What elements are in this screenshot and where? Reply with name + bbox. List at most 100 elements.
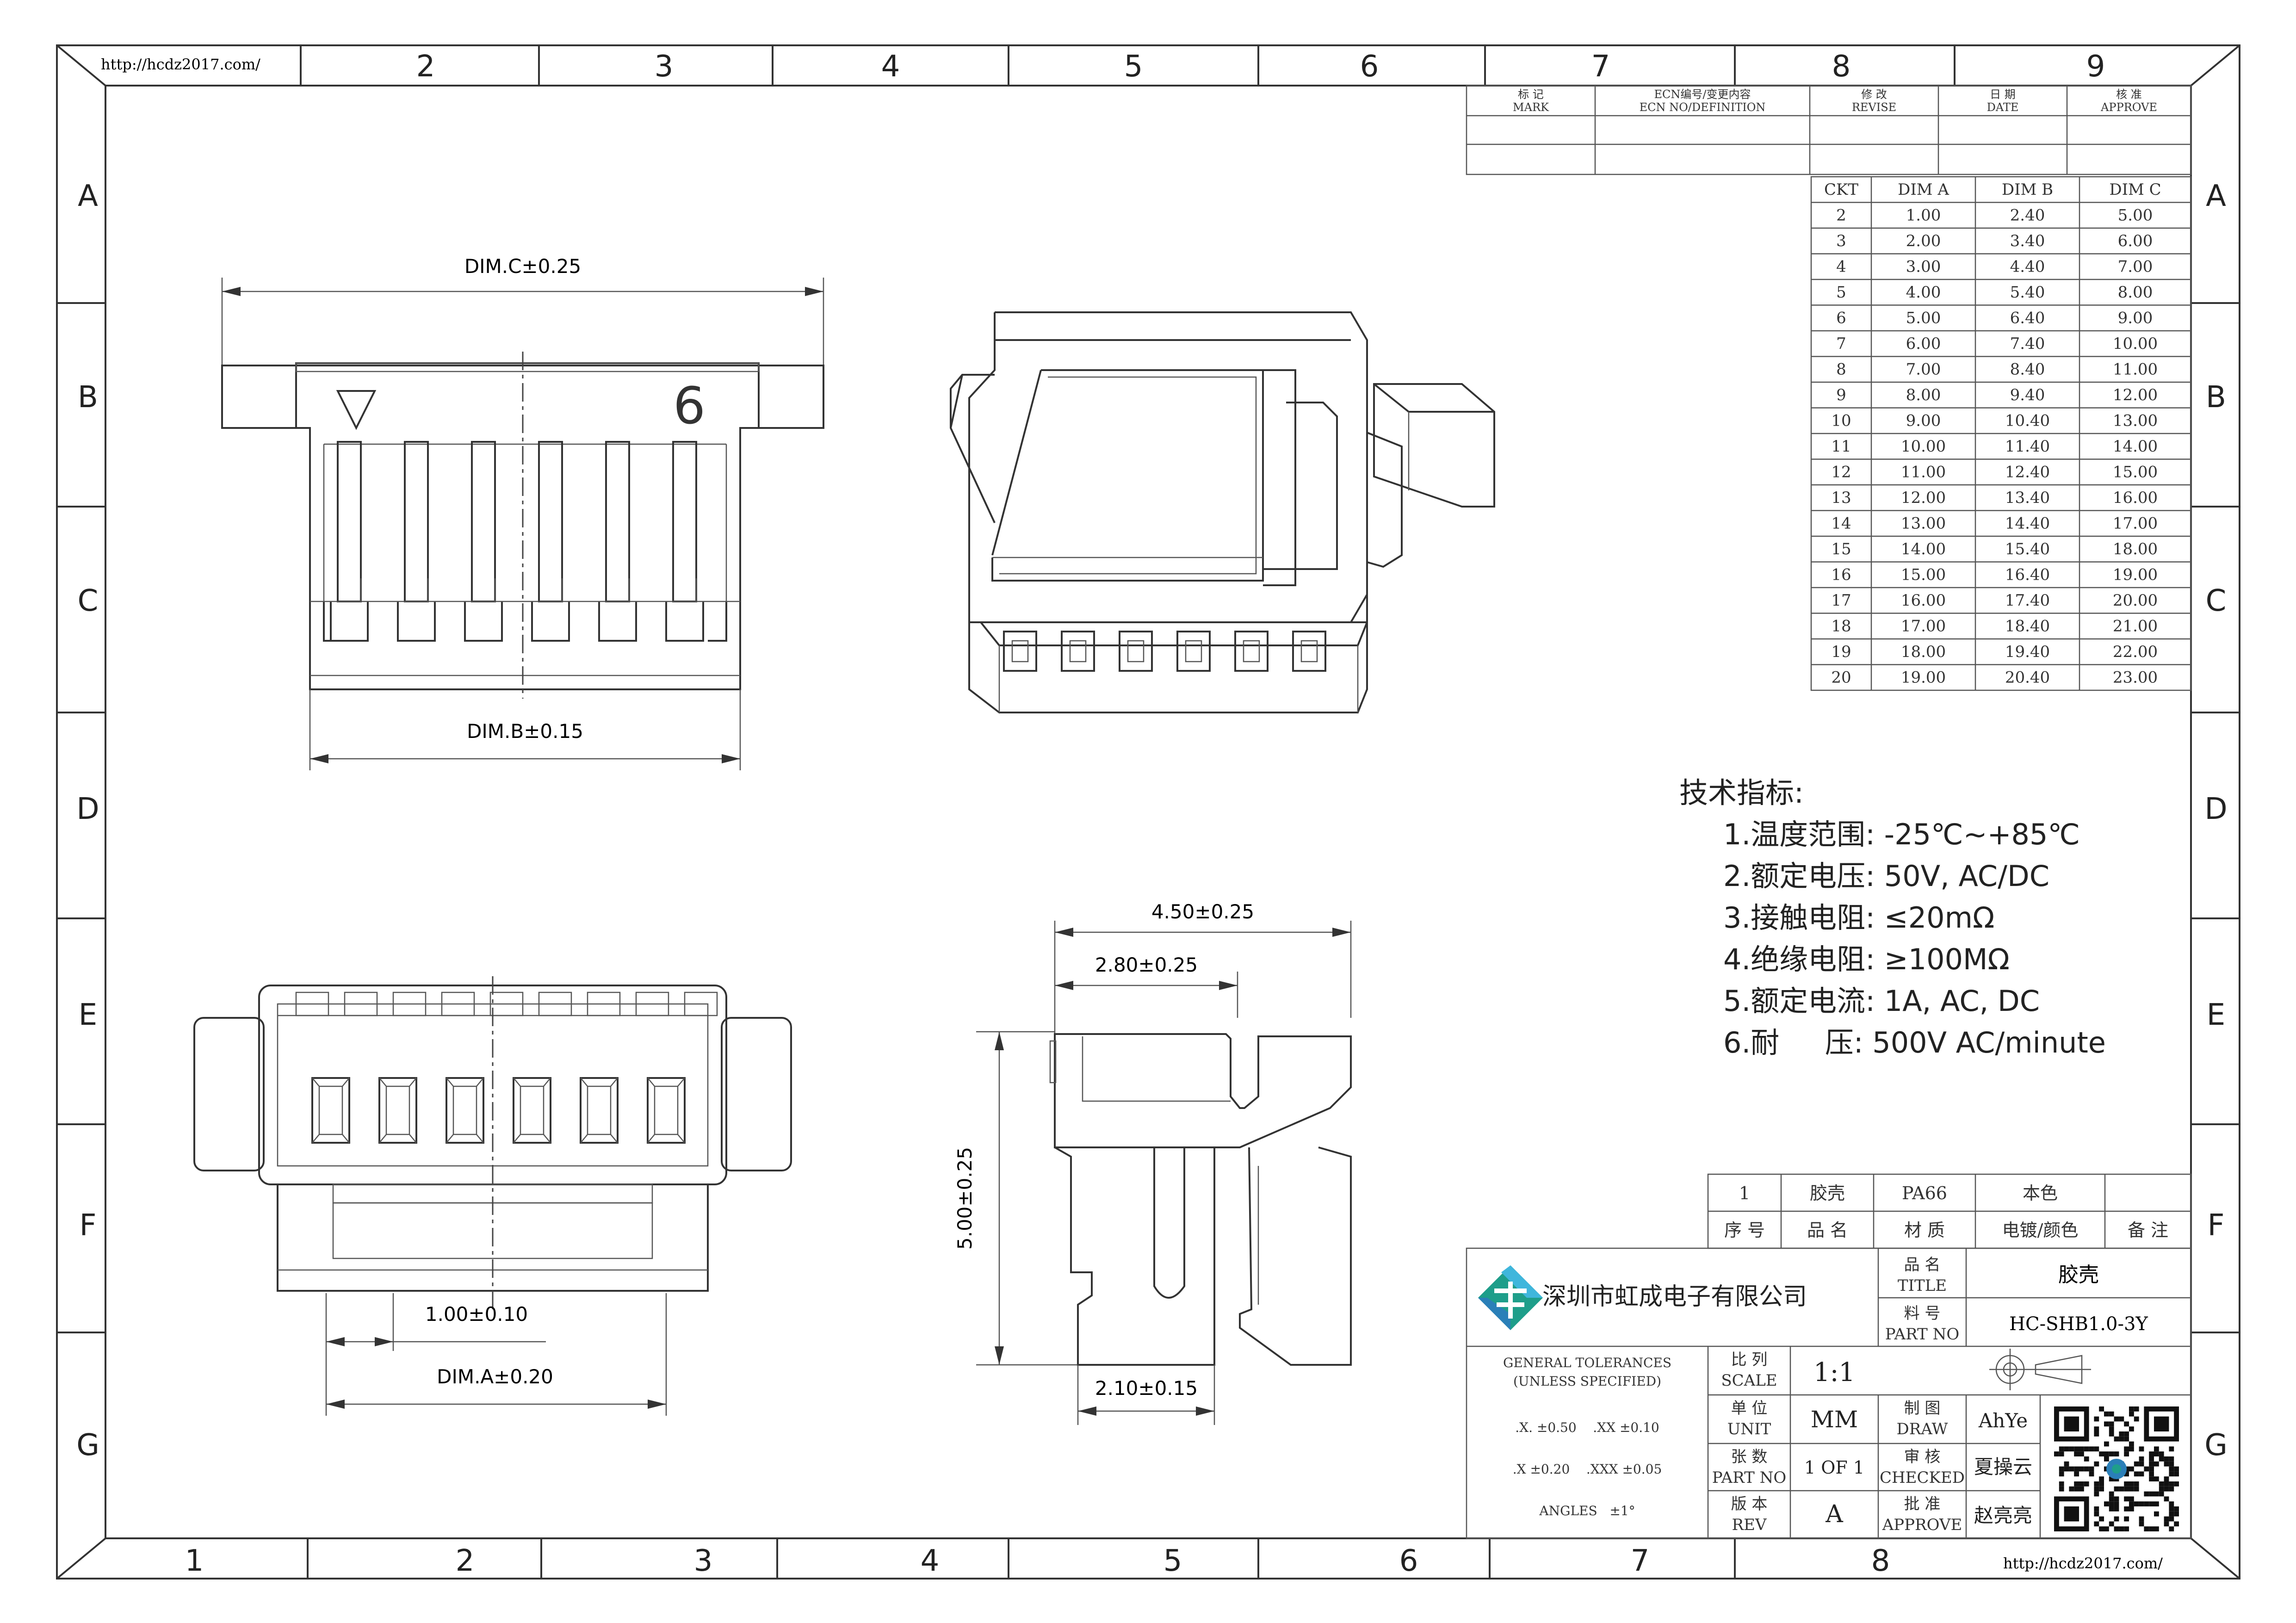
- dim-cell: 17: [1831, 591, 1851, 610]
- dim-cell: 12: [1831, 463, 1851, 481]
- checked-value: 夏操云: [1974, 1456, 2032, 1478]
- dim-cell: 18.40: [2005, 617, 2050, 635]
- dim-cell: 2.00: [1906, 232, 1941, 250]
- unit-label-en: UNIT: [1727, 1420, 1771, 1438]
- row-g-right: G: [2204, 1428, 2228, 1462]
- dim-header-3: DIM C: [2109, 180, 2161, 199]
- row-a-right: A: [2206, 179, 2226, 213]
- dim-cell: 12.40: [2005, 463, 2050, 481]
- tol-line-1: .X. ±0.50 .XX ±0.10: [1515, 1420, 1659, 1435]
- projection-symbol-icon: [1989, 1349, 2091, 1390]
- dim-cell: 13.40: [2005, 489, 2050, 507]
- dim-cell: 4.40: [2010, 257, 2045, 276]
- unit-label-cn: 单 位: [1731, 1399, 1768, 1418]
- dim-cell: 2.40: [2010, 206, 2045, 224]
- dim-cell: 20: [1831, 668, 1851, 687]
- dim-cell: 19.40: [2005, 643, 2050, 661]
- sheet-value: 1 OF 1: [1804, 1457, 1864, 1478]
- dim-cell: 20.40: [2005, 668, 2050, 687]
- dim-cell: 16: [1831, 565, 1851, 584]
- pitch-label: 1.00±0.10: [425, 1303, 528, 1326]
- title-label-en: TITLE: [1898, 1276, 1947, 1295]
- company-name: 深圳市虹成电子有限公司: [1542, 1283, 1807, 1311]
- dim-cell: 4.00: [1906, 283, 1941, 302]
- dim-cell: 8.00: [1906, 386, 1941, 404]
- bom-no: 1: [1739, 1183, 1750, 1203]
- dim-cell: 7.00: [1906, 360, 1941, 378]
- dim-cell: 14.00: [2113, 437, 2158, 456]
- dim-cell: 9.00: [1906, 411, 1941, 430]
- dim-cell: 6: [1836, 309, 1846, 327]
- dim-cell: 11: [1831, 437, 1851, 456]
- dim-cell: 6.00: [1906, 335, 1941, 353]
- frame-url-top: http://hcdz2017.com/: [101, 56, 260, 73]
- spec-5: 5.额定电流: 1A, AC, DC: [1723, 984, 2040, 1018]
- dim-cell: 9.40: [2010, 386, 2045, 404]
- approve-value: 赵亮亮: [1974, 1504, 2032, 1527]
- checked-label-cn: 审 核: [1904, 1448, 1941, 1466]
- dim-cell: 22.00: [2113, 643, 2158, 661]
- bottom-col-2: 2: [456, 1544, 475, 1578]
- rev-label-cn: 版 本: [1731, 1495, 1768, 1513]
- dim-cell: 12.00: [2113, 386, 2158, 404]
- dim-cell: 9: [1836, 386, 1846, 404]
- dim-cell: 3.00: [1906, 257, 1941, 276]
- bottom-col-4: 4: [921, 1544, 940, 1578]
- dim-cell: 14.40: [2005, 514, 2050, 533]
- dim-cell: 15: [1831, 540, 1851, 558]
- dim-cell: 2: [1836, 206, 1846, 224]
- top-col-7: 7: [1591, 50, 1610, 84]
- unit-value: MM: [1811, 1406, 1858, 1433]
- rev-h-approve-cn: 核 准: [2116, 88, 2142, 101]
- bottom-col-6: 6: [1399, 1544, 1418, 1578]
- spec-3: 3.接触电阻: ≤20mΩ: [1723, 901, 1994, 935]
- scale-label-en: SCALE: [1721, 1371, 1777, 1390]
- qr-code: [2054, 1406, 2179, 1531]
- dim-cell: 13: [1831, 489, 1851, 507]
- height-500-label: 5.00±0.25: [953, 1147, 976, 1250]
- spec-1: 1.温度范围: -25℃~+85℃: [1723, 818, 2080, 851]
- dim-cell: 3: [1836, 232, 1846, 250]
- bottom-col-1: 1: [185, 1544, 204, 1578]
- dim-cell: 10.00: [1901, 437, 1946, 456]
- dim-cell: 15.00: [2113, 463, 2158, 481]
- spec-4: 4.绝缘电阻: ≥100MΩ: [1723, 942, 2010, 976]
- dim-cell: 10.00: [2113, 335, 2158, 353]
- dim-cell: 3.40: [2010, 232, 2045, 250]
- spec-2: 2.额定电压: 50V, AC/DC: [1723, 859, 2049, 893]
- dim-cell: 1.00: [1906, 206, 1941, 224]
- sheet-label-en: PART NO: [1712, 1468, 1786, 1487]
- part-label-en: PART NO: [1885, 1325, 1959, 1344]
- row-e-right: E: [2207, 998, 2225, 1032]
- bottom-col-7: 7: [1631, 1544, 1650, 1578]
- dim-cell: 15.40: [2005, 540, 2050, 558]
- top-col-6: 6: [1360, 50, 1379, 84]
- draw-value: AhYe: [1978, 1409, 2028, 1432]
- dim-cell: 10: [1831, 411, 1851, 430]
- bom-h-material: 材 质: [1904, 1220, 1945, 1240]
- row-g-left: G: [76, 1428, 99, 1462]
- sheet-label-cn: 张 数: [1731, 1448, 1768, 1466]
- rev-h-mark-cn: 标 记: [1518, 88, 1544, 101]
- width-450-label: 4.50±0.25: [1151, 900, 1254, 923]
- row-c-left: C: [78, 584, 99, 618]
- dim-cell: 21.00: [2113, 617, 2158, 635]
- approve-label-en: APPROVE: [1882, 1516, 1962, 1534]
- inner-border: [105, 85, 2192, 1539]
- dim-cell: 5.00: [1906, 309, 1941, 327]
- pin-count-mark: 6: [673, 376, 706, 435]
- dim-cell: 20.00: [2113, 591, 2158, 610]
- dim-cell: 8.40: [2010, 360, 2045, 378]
- row-d-right: D: [2204, 792, 2227, 826]
- top-col-8: 8: [1832, 50, 1851, 84]
- bom-h-name: 品 名: [1807, 1220, 1848, 1240]
- top-col-3: 3: [655, 50, 674, 84]
- width-280-label: 2.80±0.25: [1095, 954, 1198, 976]
- bom-finish: 本色: [2023, 1183, 2058, 1203]
- rev-h-ecn-cn: ECN编号/变更内容: [1654, 88, 1751, 101]
- dim-cell: 5.40: [2010, 283, 2045, 302]
- dim-cell: 19: [1831, 643, 1851, 661]
- bottom-col-3: 3: [694, 1544, 713, 1578]
- company-logo: [1478, 1265, 1543, 1330]
- bottom-view: 1.00±0.10 DIM.A±0.20: [193, 976, 792, 1416]
